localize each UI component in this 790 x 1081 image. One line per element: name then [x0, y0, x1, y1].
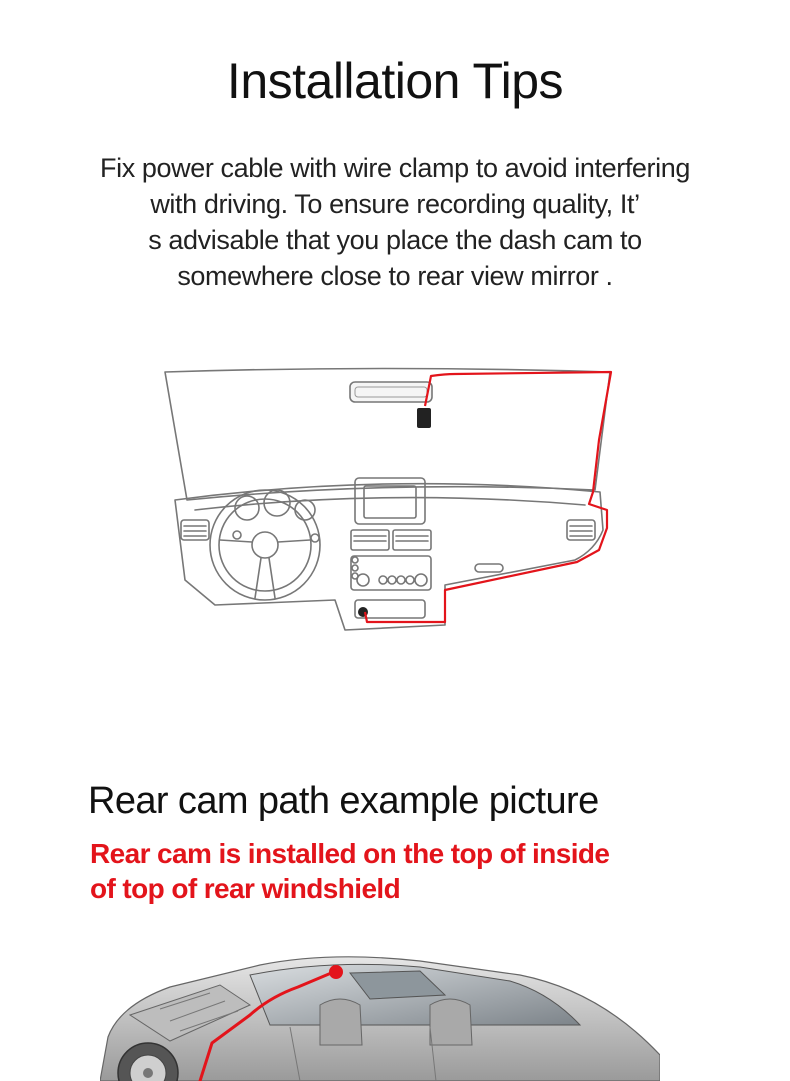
dashboard-illustration	[164, 367, 613, 631]
rear-cam-note: Rear cam is installed on the top of insi…	[90, 836, 610, 906]
installation-tips-title: Installation Tips	[226, 53, 564, 109]
installation-tips-paragraph: Fix power cable with wire clamp to avoid…	[40, 150, 750, 294]
paragraph-line: Fix power cable with wire clamp to avoid…	[100, 153, 690, 183]
car-cutaway-illustration	[100, 956, 660, 1081]
paragraph-line: s advisable that you place the dash cam …	[148, 225, 642, 255]
paragraph-line: somewhere close to rear view mirror .	[177, 261, 613, 291]
note-line: of top of rear windshield	[90, 873, 401, 904]
paragraph-line: with driving. To ensure recording qualit…	[150, 189, 640, 219]
rear-cam-section-title: Rear cam path example picture	[88, 780, 599, 822]
note-line: Rear cam is installed on the top of insi…	[90, 838, 610, 869]
rear-cam-mount-point	[329, 965, 343, 979]
